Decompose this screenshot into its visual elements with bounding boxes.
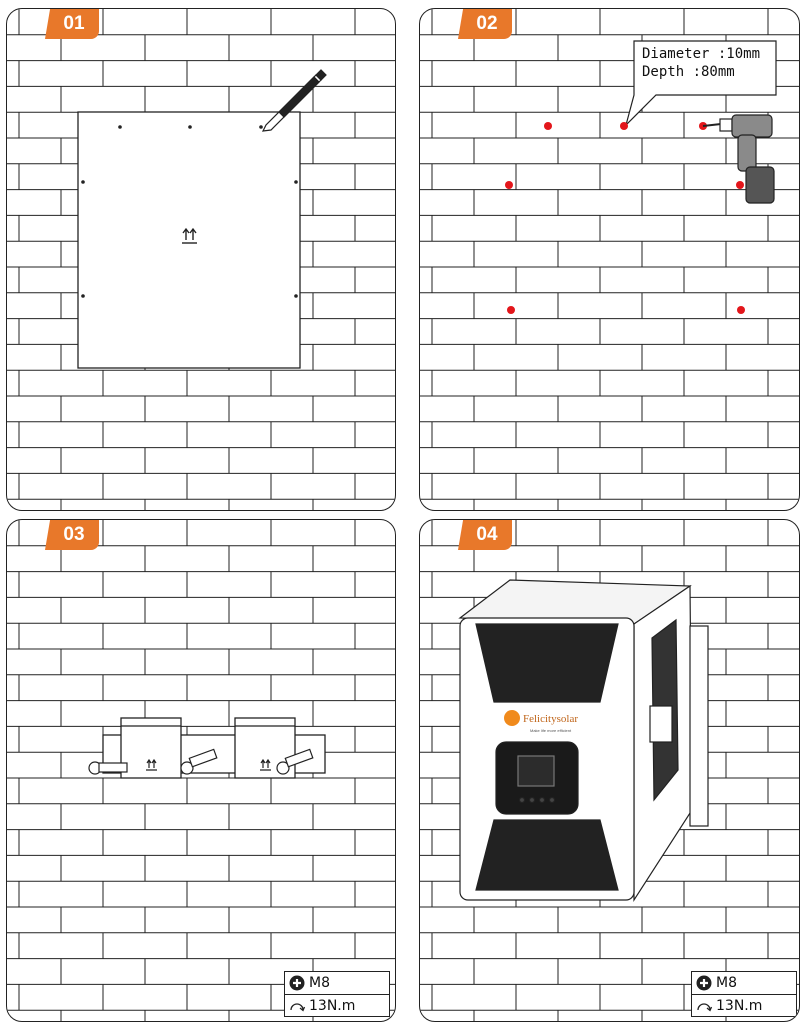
spec-torque: 13N.m	[309, 998, 355, 1014]
step-02-panel: 02 Diameter :10mm Depth :80mm	[419, 8, 800, 511]
drill-point	[505, 181, 513, 189]
spec-torque: 13N.m	[716, 998, 762, 1014]
side-handle	[650, 706, 672, 742]
step-03-badge: 03	[45, 519, 99, 550]
callout-depth: Depth :80mm	[642, 63, 760, 81]
plus-circle-icon	[692, 972, 716, 994]
step-04-badge: 04	[458, 519, 512, 550]
lower-heatsink	[476, 820, 618, 890]
wall-bracket	[103, 718, 325, 778]
inverter-illustration: Felicitysolar Make life more efficient	[420, 520, 800, 1022]
step-01-badge: 01	[45, 8, 99, 39]
step-01-illustration	[7, 9, 396, 511]
step-01-panel: 01	[6, 8, 396, 511]
rotate-arrow-icon	[285, 995, 309, 1017]
spec-bolt-row: M8	[692, 972, 796, 994]
power-drill-icon	[703, 115, 774, 203]
drill-points	[505, 122, 745, 314]
step-04-panel: 04 Felicitysolar Make life more efficien…	[419, 519, 800, 1022]
spec-bolt: M8	[716, 975, 737, 991]
step-03-illustration	[7, 520, 396, 1022]
step-03-panel: 03 M8 13N.m	[6, 519, 396, 1022]
drill-point	[507, 306, 515, 314]
inverter-tagline: Make life more efficient	[530, 728, 572, 733]
drill-point	[544, 122, 552, 130]
drill-callout: Diameter :10mm Depth :80mm	[642, 45, 760, 81]
spec-bolt-row: M8	[285, 972, 389, 994]
upper-heatsink	[476, 624, 618, 702]
step-02-illustration	[420, 9, 800, 511]
callout-diameter: Diameter :10mm	[642, 45, 760, 63]
plus-circle-icon	[285, 972, 309, 994]
mounting-template	[78, 112, 300, 368]
inverter-brand: Felicitysolar	[523, 713, 578, 725]
brand-logo-icon	[504, 710, 520, 726]
drill-point	[737, 306, 745, 314]
wall-bracket-side	[690, 626, 708, 826]
drill-point	[736, 181, 744, 189]
drill-point	[620, 122, 628, 130]
display-screen	[518, 756, 554, 786]
rotate-arrow-icon	[692, 995, 716, 1017]
spec-torque-row: 13N.m	[285, 994, 389, 1016]
spec-bolt: M8	[309, 975, 330, 991]
spec-box: M8 13N.m	[284, 971, 390, 1017]
spec-box: M8 13N.m	[691, 971, 797, 1017]
step-02-badge: 02	[458, 8, 512, 39]
spec-torque-row: 13N.m	[692, 994, 796, 1016]
